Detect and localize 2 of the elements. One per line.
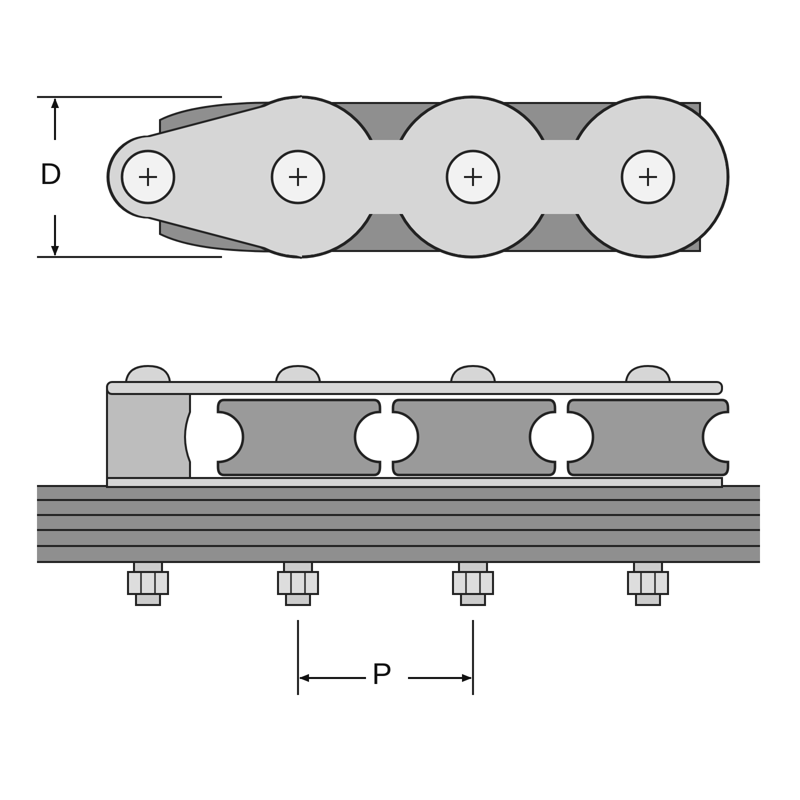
dimension-label: D — [40, 160, 62, 190]
dimension-label: P — [372, 660, 392, 690]
